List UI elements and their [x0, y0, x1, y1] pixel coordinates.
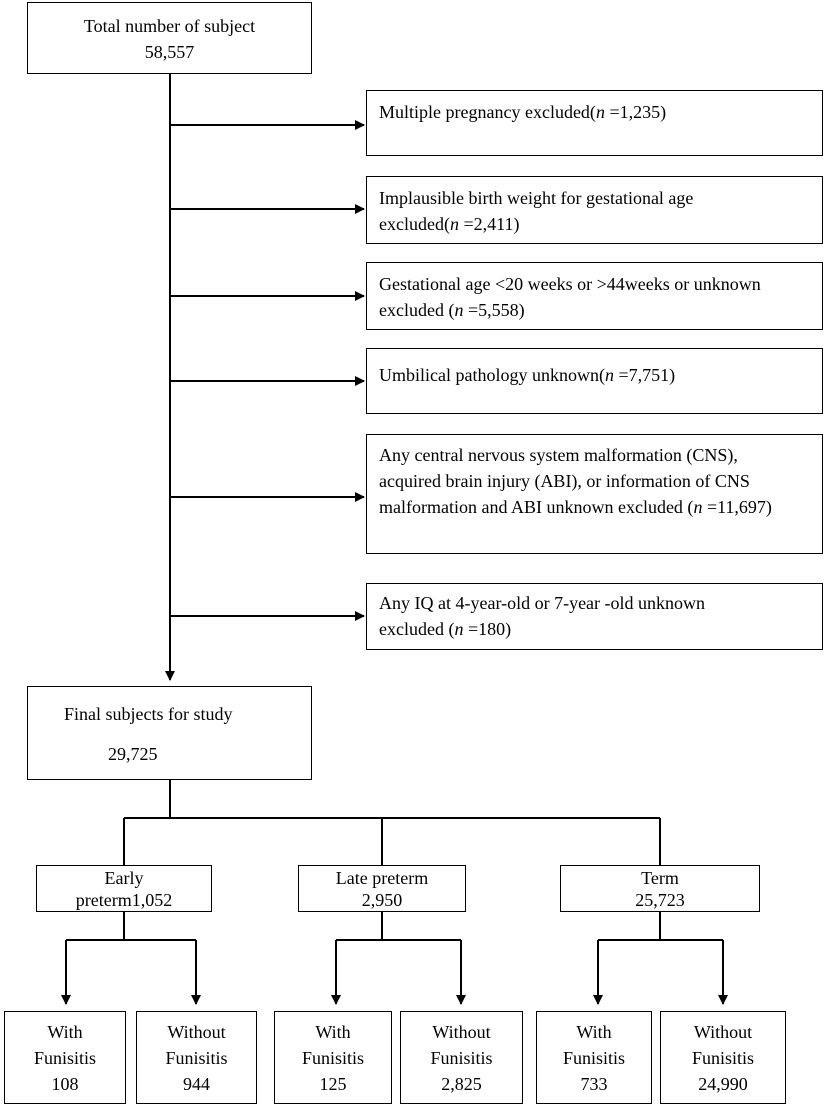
- leaf-count: 125: [319, 1074, 347, 1094]
- leaf-line1: With: [576, 1022, 612, 1042]
- exclusion-text-3: Gestational age <20 weeks or >44weeks or…: [379, 274, 761, 320]
- total-subjects-label: Total number of subject: [83, 16, 256, 36]
- leaf-line1: Without: [167, 1022, 226, 1042]
- group-label-line2: 2,950: [361, 890, 403, 910]
- leaf-line1: With: [47, 1022, 83, 1042]
- exclusion-text-1: Multiple pregnancy excluded(n =1,235): [379, 102, 667, 122]
- leaf-line1: Without: [693, 1022, 753, 1042]
- exclusion-box-5: Any central nervous system malformation …: [366, 434, 823, 554]
- leaf-line2: Funisitis: [562, 1048, 626, 1068]
- exclusion-text-2: Implausible birth weight for gestational…: [379, 188, 694, 234]
- leaf-line1: With: [315, 1022, 351, 1042]
- leaf-line2: Funisitis: [430, 1048, 493, 1068]
- group-box-late-preterm: Late preterm 2,950: [298, 865, 466, 912]
- leaf-count: 108: [51, 1074, 79, 1094]
- leaf-box-early-with: With Funisitis 108: [4, 1011, 126, 1104]
- leaf-box-early-without: Without Funisitis 944: [136, 1011, 257, 1104]
- group-label-line1: Term: [641, 868, 679, 888]
- leaf-count: 2,825: [441, 1074, 482, 1094]
- exclusion-box-6: Any IQ at 4-year-old or 7-year -old unkn…: [366, 583, 823, 650]
- total-subjects-box: Total number of subject 58,557: [27, 2, 312, 74]
- leaf-count: 733: [580, 1074, 608, 1094]
- final-subjects-label: Final subjects for study: [64, 704, 233, 724]
- leaf-line1: Without: [432, 1022, 491, 1042]
- group-label-line2: preterm1,052: [75, 890, 173, 910]
- exclusion-box-3: Gestational age <20 weeks or >44weeks or…: [366, 262, 823, 330]
- leaf-line2: Funisitis: [691, 1048, 755, 1068]
- exclusion-box-2: Implausible birth weight for gestational…: [366, 176, 823, 244]
- leaf-count: 944: [183, 1074, 210, 1094]
- group-box-term: Term 25,723: [560, 865, 760, 912]
- group-label-line1: Early: [104, 868, 144, 888]
- final-subjects-count: 29,725: [108, 744, 158, 764]
- leaf-line2: Funisitis: [301, 1048, 365, 1068]
- final-subjects-box: Final subjects for study 29,725: [27, 686, 312, 780]
- leaf-box-term-without: Without Funisitis 24,990: [660, 1011, 786, 1104]
- exclusion-text-5: Any central nervous system malformation …: [379, 445, 772, 517]
- leaf-box-late-with: With Funisitis 125: [274, 1011, 392, 1104]
- leaf-box-late-without: Without Funisitis 2,825: [400, 1011, 523, 1104]
- total-subjects-count: 58,557: [144, 42, 195, 62]
- exclusion-box-4: Umbilical pathology unknown(n =7,751): [366, 348, 823, 414]
- group-label-line1: Late preterm: [335, 868, 429, 888]
- exclusion-box-1: Multiple pregnancy excluded(n =1,235): [366, 90, 823, 156]
- group-box-early-preterm: Early preterm1,052: [36, 865, 212, 912]
- exclusion-text-6: Any IQ at 4-year-old or 7-year -old unkn…: [379, 593, 706, 639]
- leaf-line2: Funisitis: [33, 1048, 97, 1068]
- exclusion-text-4: Umbilical pathology unknown(n =7,751): [379, 365, 676, 385]
- leaf-line2: Funisitis: [165, 1048, 228, 1068]
- leaf-box-term-with: With Funisitis 733: [536, 1011, 652, 1104]
- leaf-count: 24,990: [698, 1074, 748, 1094]
- group-label-line2: 25,723: [635, 890, 685, 910]
